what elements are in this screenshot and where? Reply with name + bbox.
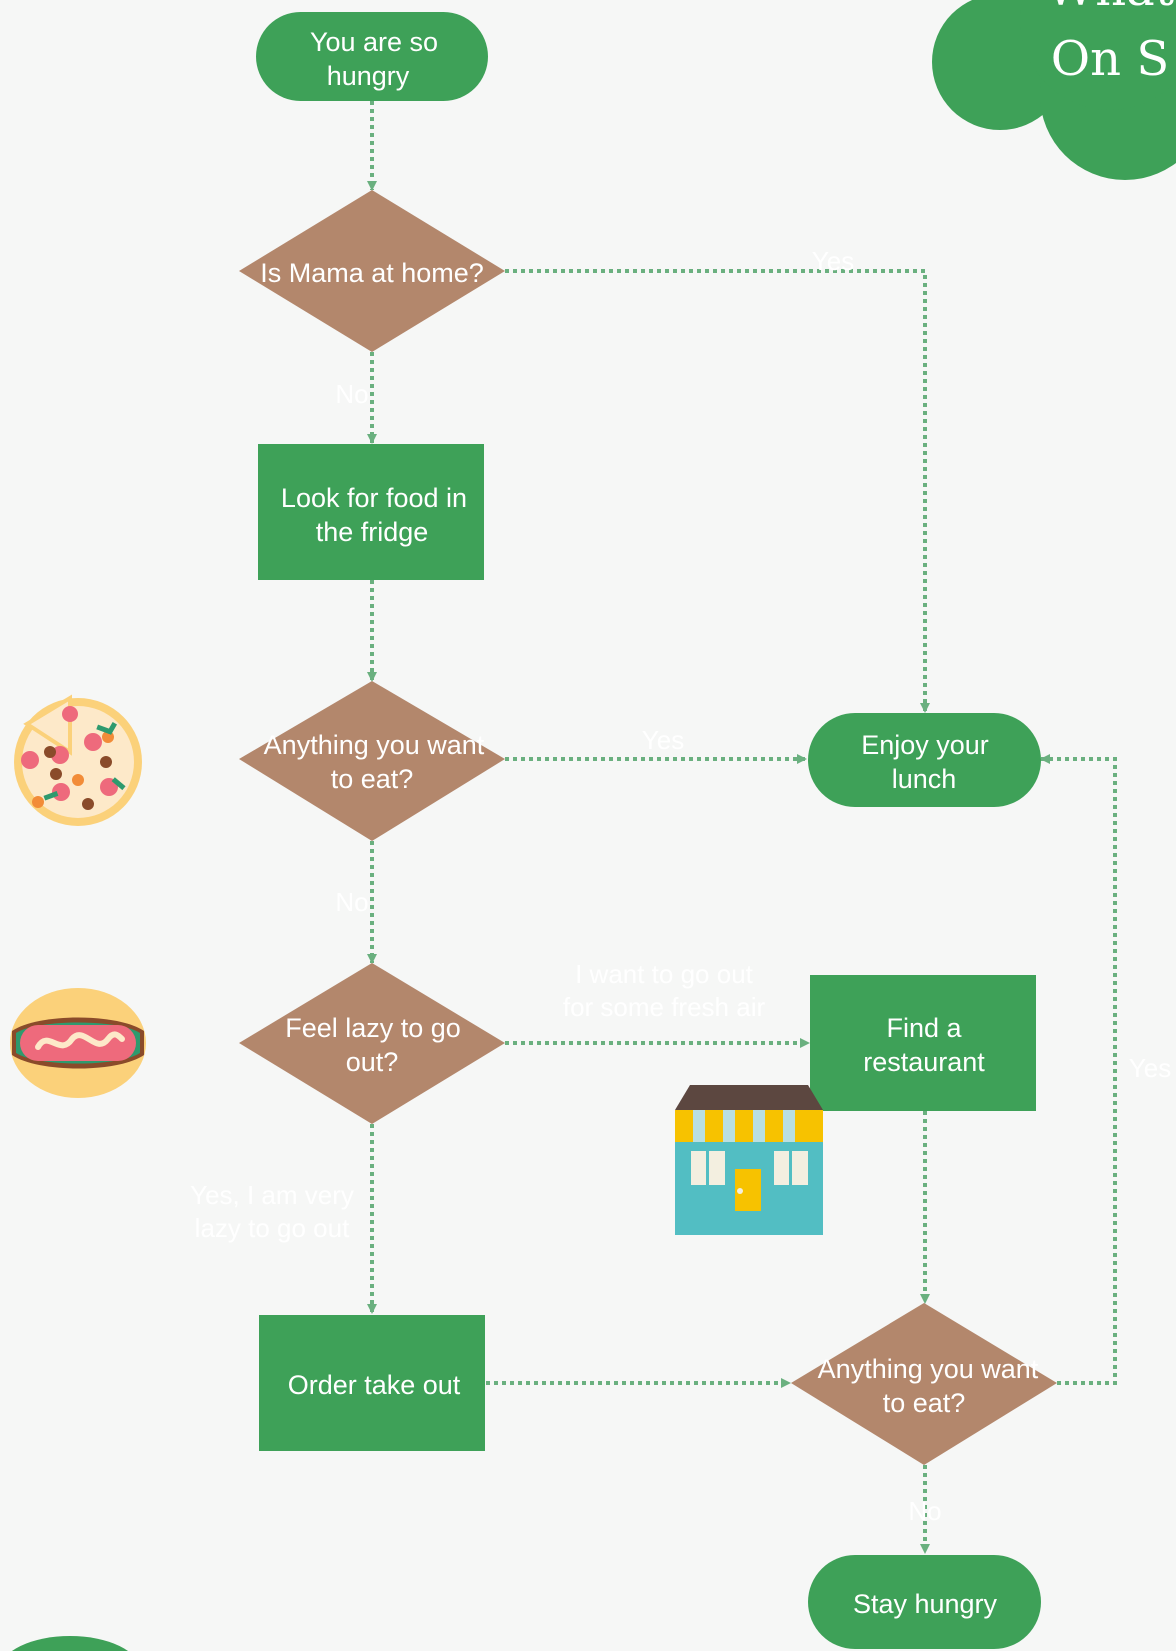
node-lazy-line-2: out?	[346, 1047, 399, 1077]
node-enjoy-line-1: Enjoy your	[861, 730, 989, 760]
node-want1-line-1: Anything you want	[264, 730, 485, 760]
label-lazy-out-1: I want to go out	[575, 959, 754, 989]
title-line-1: What	[1046, 0, 1174, 17]
node-want2-line-1: Anything you want	[818, 1354, 1039, 1384]
process-shape	[810, 975, 1036, 1111]
label-want2-yes: Yes	[1129, 1053, 1171, 1083]
node-stay-line-1: Stay hungry	[853, 1589, 998, 1619]
decision-shape	[239, 681, 505, 841]
node-lazy-line-1: Feel lazy to go	[285, 1013, 461, 1043]
label-mama-no: No	[335, 379, 368, 409]
label-lazy-yes-2: lazy to go out	[195, 1213, 350, 1243]
node-start-line-2: hungry	[327, 61, 410, 91]
title-line-2: On S	[1051, 31, 1169, 87]
label-lazy-out-2: for some fresh air	[563, 992, 766, 1022]
node-stay: Stay hungry	[808, 1555, 1041, 1649]
edge-mama-yes	[505, 269, 930, 713]
label-want1-no: No	[335, 887, 368, 917]
node-enjoy-line-2: lunch	[892, 764, 957, 794]
terminal-shape	[256, 12, 488, 101]
process-shape	[259, 1315, 485, 1451]
node-takeout-line-1: Order take out	[288, 1370, 461, 1400]
decision-shape	[791, 1303, 1057, 1465]
node-start-line-1: You are so	[310, 27, 438, 57]
node-start: You are so hungry	[256, 12, 488, 101]
pizza-icon	[14, 694, 142, 826]
node-want1-line-2: to eat?	[331, 764, 414, 794]
terminal-shape	[808, 713, 1041, 807]
label-lazy-yes-1: Yes, I am very	[190, 1180, 354, 1210]
process-shape	[258, 444, 484, 580]
edge-want2-yes	[1040, 754, 1117, 1385]
decision-shape	[239, 190, 505, 352]
label-mama-yes: Yes	[812, 246, 854, 276]
node-restaurant: Find a restaurant	[810, 975, 1036, 1111]
node-restaurant-line-1: Find a	[886, 1013, 962, 1043]
node-fridge: Look for food in the fridge	[258, 444, 484, 580]
node-mama-line-1: Is Mama at home?	[260, 258, 484, 288]
node-takeout: Order take out	[259, 1315, 485, 1451]
hotdog-icon	[10, 988, 146, 1098]
label-want1-yes: Yes	[642, 725, 684, 755]
corner-blob	[11, 1636, 129, 1651]
terminal-shape	[808, 1555, 1041, 1649]
shop-icon	[675, 1085, 823, 1235]
node-lazy: Feel lazy to go out?	[239, 963, 505, 1124]
node-enjoy: Enjoy your lunch	[808, 713, 1041, 807]
title-cloud: What On S	[932, 0, 1176, 180]
connectors	[367, 101, 1117, 1554]
node-restaurant-line-2: restaurant	[863, 1047, 985, 1077]
node-mama: Is Mama at home?	[239, 190, 505, 352]
node-want2: Anything you want to eat?	[791, 1303, 1057, 1465]
edge-labels: Yes No Yes No I want to go out for some …	[190, 246, 1171, 1526]
label-want2-no: No	[908, 1496, 941, 1526]
node-fridge-line-2: the fridge	[316, 517, 429, 547]
decision-shape	[239, 963, 505, 1124]
node-want1: Anything you want to eat?	[239, 681, 505, 841]
node-want2-line-2: to eat?	[883, 1388, 966, 1418]
node-fridge-line-1: Look for food in	[281, 483, 467, 513]
